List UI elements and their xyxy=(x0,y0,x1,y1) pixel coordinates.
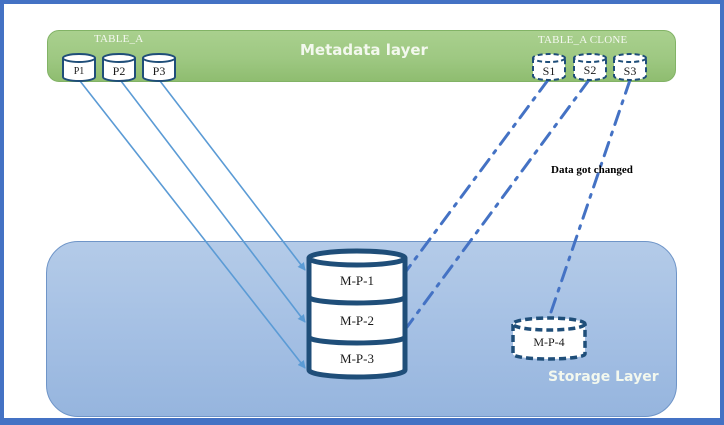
cylinder-p1 xyxy=(62,53,96,82)
partition-label-s3: S3 xyxy=(623,64,637,78)
storage-layer-title: Storage Layer xyxy=(548,369,659,385)
micro-partition-stack xyxy=(306,248,408,380)
partition-label-p3: P3 xyxy=(152,64,166,78)
cylinder-s1 xyxy=(532,53,566,81)
micro-partition-label-3: M-P-3 xyxy=(340,351,374,366)
link-s2-mp2 xyxy=(405,78,591,329)
micro-partition-label-2: M-P-2 xyxy=(340,313,374,328)
partition-label-p1: P1 xyxy=(73,66,85,77)
metadata-layer-title: Metadata layer xyxy=(300,41,428,59)
micro-partition-label-4: M-P-4 xyxy=(533,335,565,349)
clone-table-label: TABLE_A CLONE xyxy=(538,34,628,46)
link-s3-mp4 xyxy=(547,78,632,320)
cylinder-s3 xyxy=(613,53,647,81)
link-p3-mp1 xyxy=(159,80,306,271)
data-changed-annotation: Data got changed xyxy=(551,164,633,176)
link-s1-mp1 xyxy=(402,78,550,276)
link-p2-mp2 xyxy=(120,80,306,323)
link-p1-mp3 xyxy=(79,80,306,369)
partition-label-s1: S1 xyxy=(542,64,556,78)
cylinder-mp4 xyxy=(511,316,587,361)
partition-label-s2: S2 xyxy=(583,63,597,77)
source-table-label: TABLE_A xyxy=(94,33,144,45)
micro-partition-label-1: M-P-1 xyxy=(340,273,374,288)
partition-label-p2: P2 xyxy=(112,64,126,78)
cylinder-p2 xyxy=(102,53,136,82)
cylinder-p3 xyxy=(142,53,176,82)
cylinder-s2 xyxy=(573,53,607,81)
